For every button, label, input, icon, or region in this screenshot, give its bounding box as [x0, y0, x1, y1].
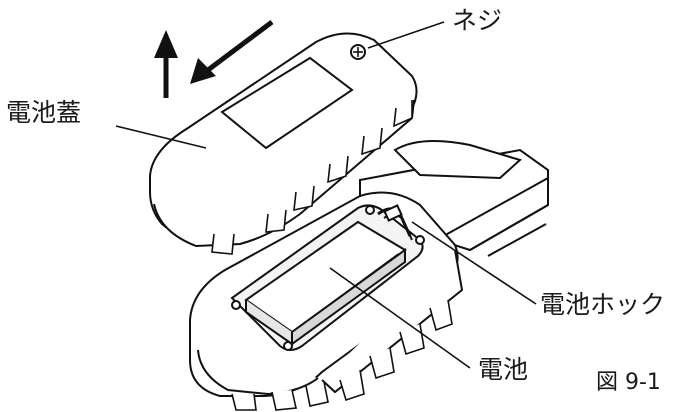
- leader-cover: [115, 125, 207, 149]
- leader-lines: [115, 21, 537, 369]
- battery-hook-label: 電池ホック: [540, 290, 666, 319]
- screw-label: ネジ: [452, 6, 503, 35]
- battery-label: 電池: [478, 355, 529, 384]
- slide-direction-arrow-icon: [190, 20, 274, 84]
- leader-screw: [367, 21, 445, 49]
- lift-up-arrow-icon: [154, 30, 178, 98]
- battery-cover-label: 電池蓋: [6, 98, 82, 127]
- screw-icon: [350, 44, 366, 60]
- device-body: [189, 140, 549, 411]
- figure-number: 図 9-1: [596, 370, 661, 395]
- leader-battery: [329, 267, 471, 369]
- leader-hook: [411, 221, 537, 305]
- battery-cover: [149, 32, 418, 255]
